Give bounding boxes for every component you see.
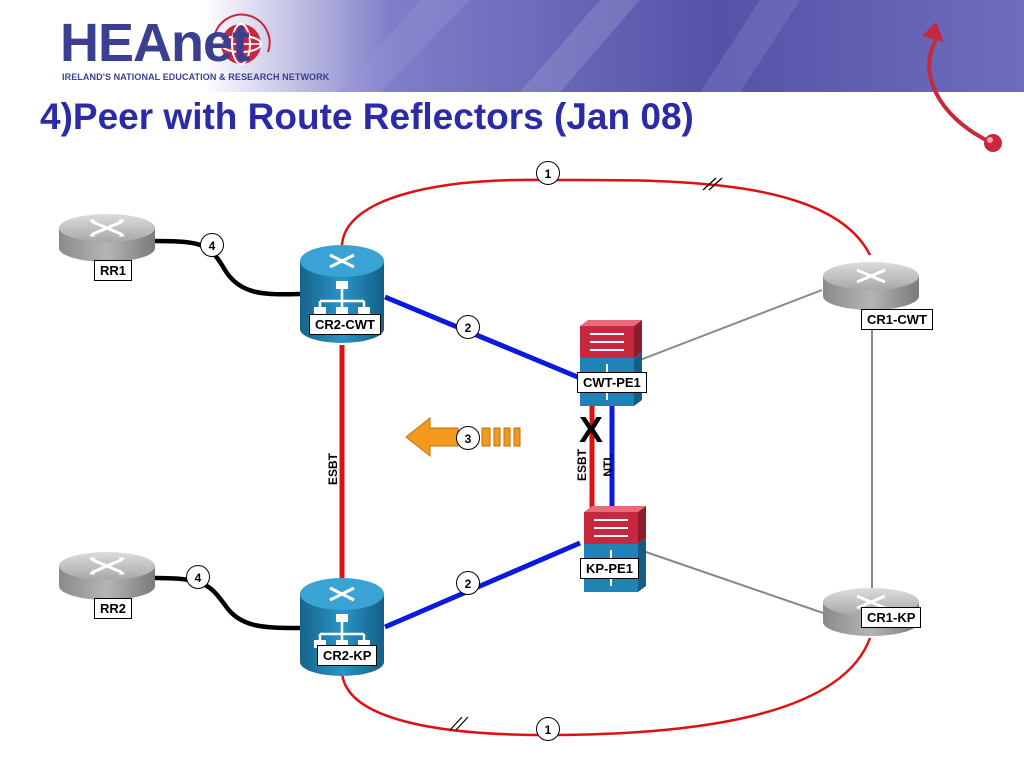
step-badge-arrow: 3 bbox=[456, 426, 480, 450]
header-banner: HEAnet IRELAND'S NATIONAL EDUCATION & RE… bbox=[0, 0, 1024, 92]
ntl-label: NTL bbox=[601, 453, 615, 477]
bottom-break-mark bbox=[449, 716, 469, 731]
step-badge-bottom: 1 bbox=[536, 717, 560, 741]
cr2-kp-label: CR2-KP bbox=[317, 645, 378, 666]
rr2-router-icon bbox=[59, 552, 155, 600]
header-background bbox=[0, 0, 1024, 92]
kp-pe1-switch-icon bbox=[584, 506, 646, 592]
logo-text: HEAnet bbox=[60, 13, 250, 73]
cr2-cwt-label: CR2-CWT bbox=[309, 314, 381, 335]
broken-link-mark: X bbox=[579, 409, 604, 450]
step-badge-top: 1 bbox=[536, 161, 560, 185]
upper-blue-link bbox=[384, 294, 581, 381]
step-badge-rr1: 4 bbox=[200, 233, 224, 257]
cwt-pe1-cr1-link bbox=[639, 289, 823, 361]
step-badge-lower-blue: 2 bbox=[456, 571, 480, 595]
page-title: 4)Peer with Route Reflectors (Jan 08) bbox=[40, 96, 694, 137]
rr1-link bbox=[154, 238, 301, 297]
logo-tagline: IRELAND'S NATIONAL EDUCATION & RESEARCH … bbox=[62, 72, 330, 82]
rr1-router-icon bbox=[59, 214, 155, 262]
kp-pe1-label: KP-PE1 bbox=[580, 558, 639, 579]
cr1-cwt-router-icon bbox=[823, 262, 919, 310]
bottom-ring-link bbox=[340, 637, 872, 737]
step-badge-rr2: 4 bbox=[186, 565, 210, 589]
cr1-kp-label: CR1-KP bbox=[861, 607, 922, 628]
top-break-mark bbox=[702, 177, 723, 191]
cwt-pe1-switch-icon bbox=[580, 320, 642, 406]
step-badge-upper-blue: 2 bbox=[456, 315, 480, 339]
lower-blue-link bbox=[384, 540, 581, 630]
kp-pe1-cr1-link bbox=[639, 549, 827, 615]
left-esbt-label: ESBT bbox=[326, 453, 340, 486]
rr1-label: RR1 bbox=[94, 260, 133, 281]
rr2-label: RR2 bbox=[94, 598, 133, 619]
cr1-cwt-label: CR1-CWT bbox=[861, 309, 933, 330]
right-esbt-label: ESBT bbox=[575, 449, 589, 482]
top-ring-link bbox=[340, 178, 872, 256]
globe-icon bbox=[213, 13, 271, 65]
rr2-link bbox=[154, 575, 301, 631]
cwt-pe1-label: CWT-PE1 bbox=[577, 372, 647, 393]
